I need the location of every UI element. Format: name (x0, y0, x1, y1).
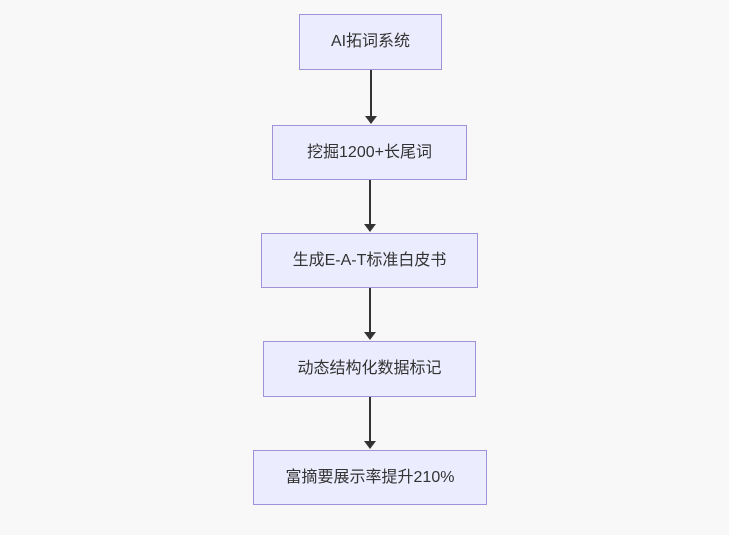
arrowhead-down-icon (363, 332, 376, 340)
edge-line (369, 70, 372, 117)
flow-node-D: 动态结构化数据标记 (263, 341, 476, 397)
flow-node-A: AI拓词系统 (299, 14, 442, 70)
arrowhead-down-icon (364, 116, 377, 124)
edge-line (368, 180, 371, 225)
flow-node-B: 挖掘1200+长尾词 (272, 125, 467, 180)
edge-line (368, 397, 371, 442)
flow-node-label: 动态结构化数据标记 (297, 360, 442, 378)
flow-node-label: AI拓词系统 (330, 33, 411, 51)
flow-node-C: 生成E-A-T标准白皮书 (261, 233, 478, 288)
flow-node-label: 生成E-A-T标准白皮书 (292, 251, 447, 269)
flow-node-label: 挖掘1200+长尾词 (307, 143, 432, 161)
arrowhead-down-icon (363, 441, 376, 449)
flow-node-E: 富摘要展示率提升210% (253, 450, 487, 505)
arrowhead-down-icon (363, 224, 376, 232)
flow-node-label: 富摘要展示率提升210% (285, 468, 455, 486)
edge-line (368, 288, 371, 333)
